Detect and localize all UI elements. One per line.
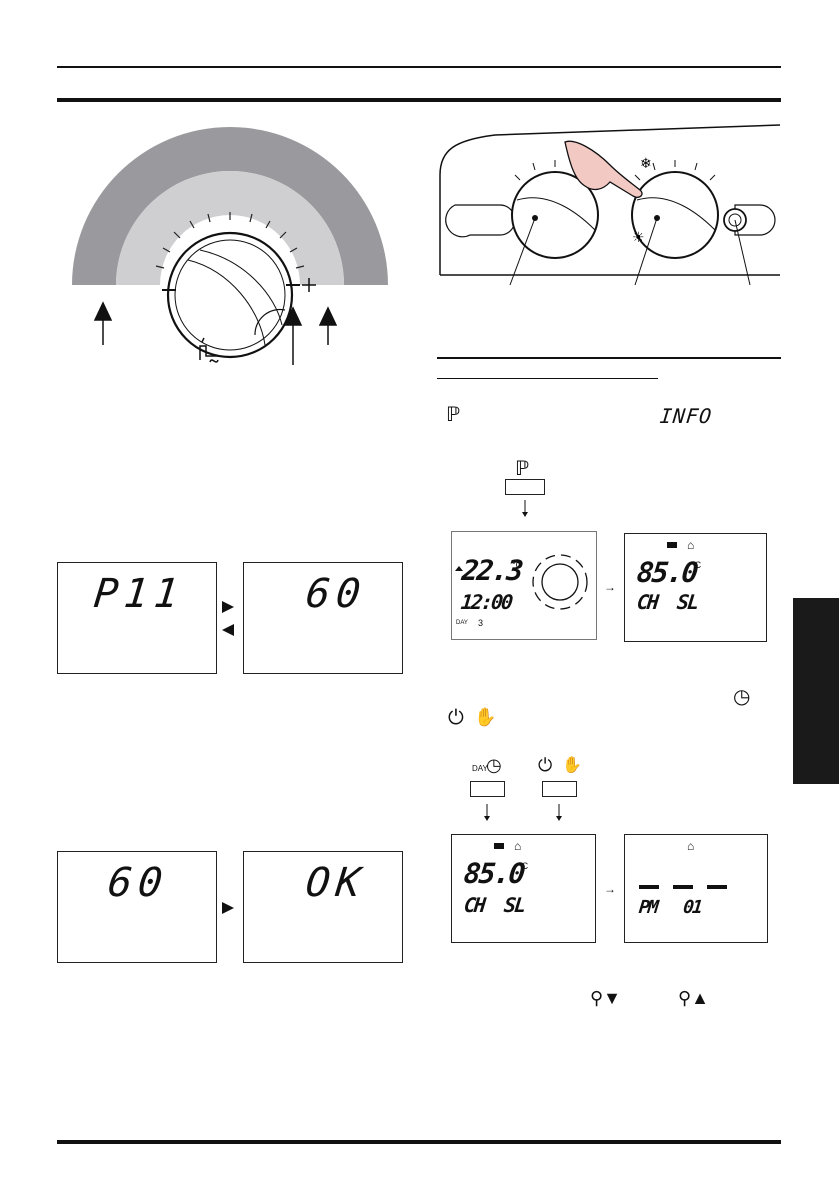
flame-block-icon bbox=[667, 542, 677, 548]
section-tab bbox=[793, 598, 839, 784]
day-clock-icon: ◷ bbox=[733, 686, 751, 708]
confirm-ok: OK bbox=[303, 860, 369, 906]
ch-temp: 85.0 bbox=[635, 556, 699, 589]
confirm-value: 60 bbox=[105, 860, 171, 906]
clock-time: 12:00 bbox=[459, 590, 513, 614]
power-icon: ⏻ bbox=[448, 707, 464, 729]
tap-down-icon: ⚲▼ bbox=[590, 988, 621, 1008]
room-temp: 22.3 bbox=[460, 554, 524, 587]
ch-mode-2: CH SL bbox=[462, 893, 526, 917]
svg-text:❄: ❄ bbox=[640, 156, 652, 172]
ch-temp-2: 85.0 bbox=[462, 857, 526, 890]
left-arrow-icon bbox=[222, 624, 234, 636]
house-icon: ⌂ bbox=[514, 839, 522, 853]
hand-icon: ✋ bbox=[562, 757, 582, 774]
header-thick-rule bbox=[57, 98, 781, 102]
param-display-left: P11 bbox=[57, 562, 217, 674]
day-number: 3 bbox=[478, 618, 484, 628]
house-icon: ⌂ bbox=[687, 538, 695, 552]
hand-icon: ✋ bbox=[474, 707, 497, 727]
right-arrow-icon: → bbox=[604, 580, 616, 594]
info-text: INFO bbox=[658, 404, 714, 428]
clock-icon: ◷ bbox=[486, 755, 502, 775]
subsection-rule bbox=[437, 378, 658, 379]
info-button[interactable] bbox=[505, 479, 545, 495]
svg-text:☀: ☀ bbox=[632, 230, 645, 246]
info-button-icon: ℙ bbox=[515, 456, 530, 480]
confirm-display-right: OK bbox=[243, 851, 403, 963]
day-button-label: DAY bbox=[472, 764, 488, 773]
info-icon: ℙ bbox=[446, 402, 461, 426]
knob-range-diagram bbox=[72, 127, 388, 365]
ch-unit: °C bbox=[691, 560, 702, 570]
pm-mode: PM 01 bbox=[637, 897, 702, 918]
control-panel-drawing: ❄ ☀ bbox=[439, 124, 781, 286]
down-arrow-icon bbox=[522, 500, 528, 517]
flame-block-icon bbox=[494, 843, 504, 849]
header-thin-rule bbox=[57, 66, 781, 68]
pm-display: ⌂ PM 01 bbox=[624, 834, 768, 943]
right-arrow-icon bbox=[222, 902, 234, 914]
house-icon: ⌂ bbox=[687, 839, 695, 853]
right-arrow-icon: → bbox=[604, 882, 616, 896]
main-display: 22.3 °C 12:00 DAY 3 bbox=[451, 531, 597, 640]
footer-rule bbox=[57, 1140, 781, 1144]
confirm-display-left: 60 bbox=[57, 851, 217, 963]
param-value: 60 bbox=[303, 571, 369, 617]
down-arrow-icon bbox=[556, 804, 562, 821]
ch-mode: CH SL bbox=[635, 590, 699, 614]
ch-unit-2: °C bbox=[518, 861, 529, 871]
ch-display: 85.0 °C CH SL ⌂ bbox=[624, 533, 767, 642]
param-display-right: 60 bbox=[243, 562, 403, 674]
ch-display-2: 85.0 °C CH SL ⌂ bbox=[451, 834, 596, 943]
power-button[interactable] bbox=[542, 781, 577, 797]
round-dial-icon bbox=[532, 554, 588, 610]
indicator-arrow-icon bbox=[455, 566, 463, 571]
dash-segments-icon bbox=[639, 885, 729, 889]
param-code: P11 bbox=[91, 571, 187, 617]
day-label: DAY bbox=[456, 620, 468, 626]
down-arrow-icon bbox=[484, 804, 490, 821]
section-rule bbox=[437, 357, 781, 359]
power-icon: ⏻ bbox=[538, 755, 553, 775]
right-arrow-icon bbox=[222, 601, 234, 613]
tap-up-icon: ⚲▲ bbox=[678, 988, 709, 1008]
day-button[interactable] bbox=[470, 781, 505, 797]
temp-unit: °C bbox=[512, 560, 523, 570]
